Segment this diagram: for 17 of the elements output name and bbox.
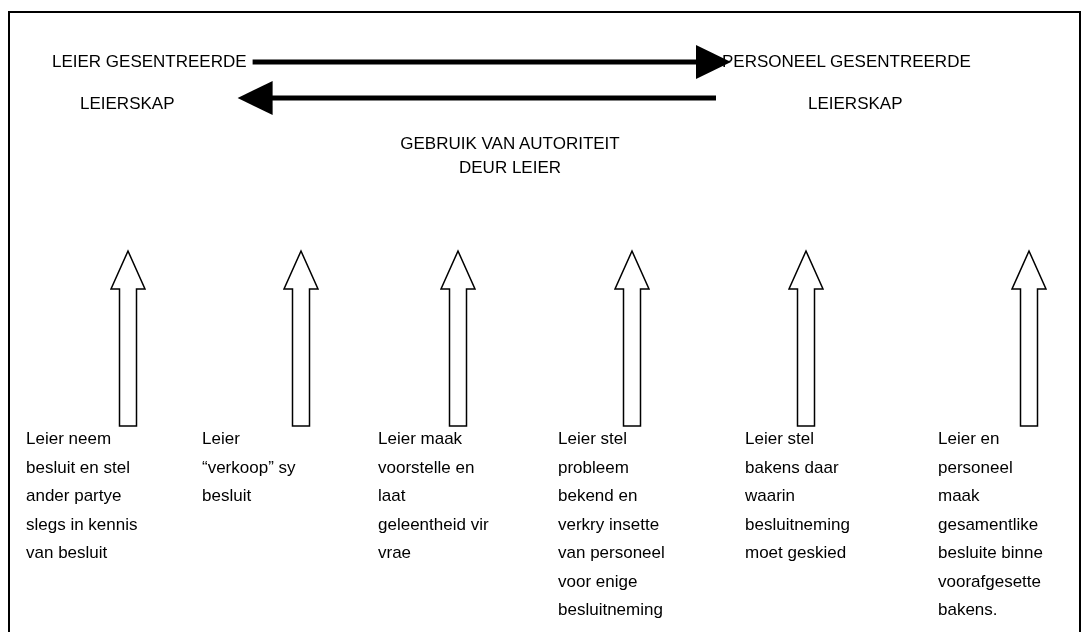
arrow <box>237 81 716 115</box>
block-arrow <box>1010 249 1048 427</box>
block-arrow <box>787 249 825 427</box>
style-description: LEIER GESENTREERDE LEIERSKAP <box>52 41 264 125</box>
style-description: Leier stel probleem bekend en verkry insette van personeel voor enige besluitneming <box>558 425 675 625</box>
arrow <box>252 45 731 79</box>
block-arrow <box>109 249 147 427</box>
block-arrow <box>613 249 651 427</box>
block-arrow <box>282 249 320 427</box>
style-description: Leier neem besluit en stel ander partye slegs in kennis van besluit <box>26 425 144 568</box>
block-arrow <box>439 249 477 427</box>
style-description: Leier maak voorstelle en laat geleentheid vir vrae <box>378 425 490 568</box>
style-description: PERSONEEL GESENTREERDE LEIERSKAP <box>722 41 987 125</box>
style-description: Leier “verkoop” sy besluit <box>202 425 312 511</box>
caption-text: GEBRUIK VAN AUTORITEIT DEUR LEIER <box>399 133 621 179</box>
style-description: Leier stel bakens daar waarin besluitneming moet geskied <box>745 425 857 568</box>
style-description: Leier en personeel maak gesamentlike besluite binne voorafgesette bakens. <box>938 425 1052 625</box>
